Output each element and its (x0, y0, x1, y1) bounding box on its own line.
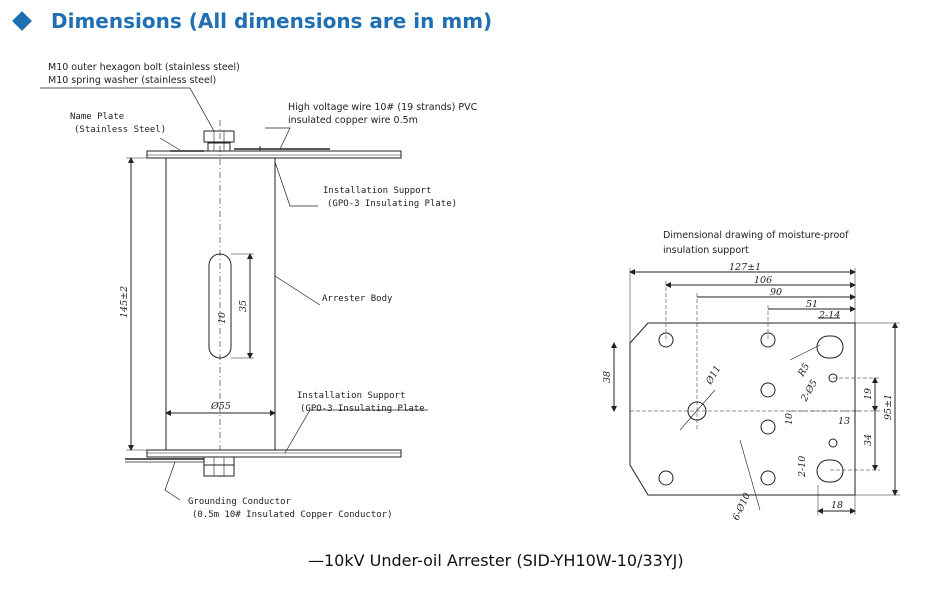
dim-height: 145±2 (119, 286, 130, 318)
hole-10 (760, 419, 776, 435)
slot-bottom (816, 459, 844, 483)
support-top-label-line1: Installation Support (323, 186, 431, 196)
dim-holes-10: 6-Ø10 (731, 491, 753, 522)
hole-10 (658, 332, 674, 348)
page-title: Dimensions (All dimensions are in mm) (51, 9, 493, 33)
hole-10 (760, 382, 776, 398)
dim-holes-5: 2-Ø5 (799, 378, 821, 404)
section-heading: Dimensions (All dimensions are in mm) (12, 6, 492, 36)
dim-slot-width: 10 (217, 312, 228, 324)
dim-10: 10 (784, 413, 795, 425)
ground-label-line1: Grounding Conductor (188, 497, 292, 507)
moisture-proof-title-line1: Dimensional drawing of moisture-proof (663, 230, 849, 241)
hole-10 (760, 470, 776, 486)
dim-slot-r: R5 (796, 362, 813, 380)
arrester-side-view (40, 87, 428, 501)
hole-5 (828, 438, 838, 448)
dim-diameter: Ø55 (210, 401, 231, 412)
dim-51: 51 (806, 299, 818, 310)
support-bottom-label-line1: Installation Support (297, 391, 405, 401)
dim-38: 38 (602, 371, 613, 383)
dim-slot-bottom: 2-10 (797, 456, 808, 478)
figure-caption: —10kV Under-oil Arrester (SID-YH10W-10/3… (308, 551, 684, 570)
slot-top (816, 335, 844, 359)
dim-106: 106 (754, 275, 772, 286)
hv-wire-label-line1: High voltage wire 10# (19 strands) PVC (288, 102, 478, 113)
name-plate-label-line2: (Stainless Steel) (74, 125, 166, 135)
dim-90: 90 (770, 287, 782, 298)
insulation-support-plate (611, 268, 900, 515)
hole-10 (760, 332, 776, 348)
hv-wire-label-line2: insulated copper wire 0.5m (288, 115, 418, 126)
hole-11 (687, 401, 707, 421)
plate-outline (629, 322, 856, 496)
bottom-installation-plate (146, 449, 402, 458)
dim-width-total: 127±1 (729, 262, 761, 273)
dim-slot-top: 2-14 (818, 310, 840, 321)
dim-slot-length: 35 (238, 300, 249, 312)
hole-5 (828, 373, 838, 383)
bottom-hex-bolt-icon (203, 464, 235, 477)
dim-34: 34 (863, 434, 874, 446)
moisture-proof-title-line2: insulation support (663, 245, 749, 256)
dim-19: 19 (863, 388, 874, 400)
hole-10 (658, 470, 674, 486)
dim-hole-11: Ø11 (704, 364, 724, 388)
ground-label-line2: (0.5m 10# Insulated Copper Conductor) (192, 510, 392, 520)
support-top-label-line2: (GPO-3 Insulating Plate) (327, 199, 457, 209)
bolt-label-line2: M10 spring washer (stainless steel) (48, 75, 216, 86)
support-bottom-label-line2: (GPO-3 Insulating Plate (300, 404, 425, 414)
bolt-label-line1: M10 outer hexagon bolt (stainless steel) (48, 62, 240, 73)
top-hex-bolt-icon (203, 130, 235, 143)
arrester-body-label: Arrester Body (322, 294, 393, 304)
name-plate-label-line1: Name Plate (70, 112, 124, 122)
top-installation-plate (146, 150, 402, 159)
dim-height-total: 95±1 (883, 394, 894, 420)
dim-13: 13 (838, 416, 850, 427)
slot-window (208, 253, 232, 359)
dim-18: 18 (831, 500, 843, 511)
